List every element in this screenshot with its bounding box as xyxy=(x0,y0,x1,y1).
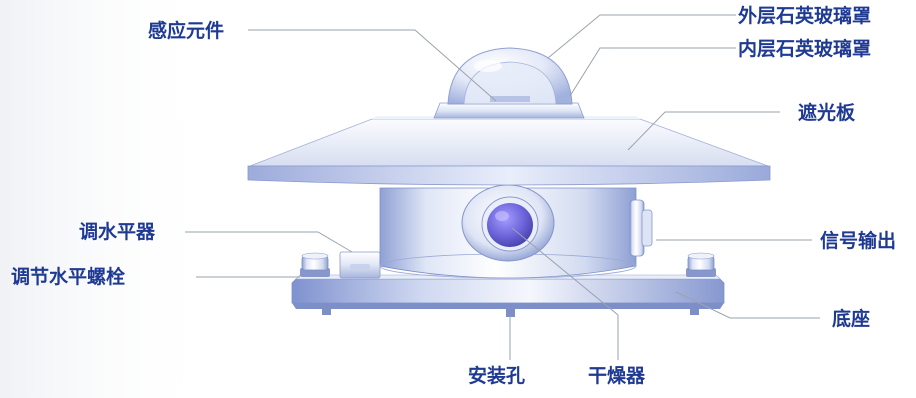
base-plate xyxy=(291,274,725,309)
label-inner-quartz-dome: 内层石英玻璃罩 xyxy=(738,38,872,60)
glass-domes xyxy=(447,47,573,105)
label-sensing-element: 感应元件 xyxy=(148,20,225,42)
leader-base xyxy=(675,291,820,319)
label-desiccant: 干燥器 xyxy=(588,365,646,387)
signal-connector xyxy=(629,199,653,257)
leader-shade-plate xyxy=(627,111,780,151)
label-shade-plate: 遮光板 xyxy=(798,102,856,124)
leader-desiccant xyxy=(511,227,619,360)
leader-outer-dome xyxy=(547,14,736,59)
mounting-hole-feet xyxy=(322,307,699,317)
leader-lines xyxy=(185,14,820,360)
background-panel xyxy=(0,0,215,398)
shade-plate xyxy=(247,116,771,186)
dome-base-ring xyxy=(433,102,585,119)
desiccant-port xyxy=(461,184,555,262)
label-leveling-bolt: 调节水平螺栓 xyxy=(11,266,126,288)
leader-inner-dome xyxy=(569,47,736,97)
label-leveling-bubble: 调水平器 xyxy=(79,221,156,243)
label-mounting-hole: 安装孔 xyxy=(468,365,526,387)
leveling-knob-right xyxy=(686,252,716,277)
leader-leveling-bubble xyxy=(185,231,353,253)
label-signal-output: 信号输出 xyxy=(820,230,897,252)
label-base: 底座 xyxy=(832,308,871,330)
leader-sensing-element xyxy=(248,29,497,102)
leveling-bubble xyxy=(339,251,381,279)
label-outer-quartz-dome: 外层石英玻璃罩 xyxy=(738,5,872,27)
leveling-knob-left xyxy=(300,252,330,277)
